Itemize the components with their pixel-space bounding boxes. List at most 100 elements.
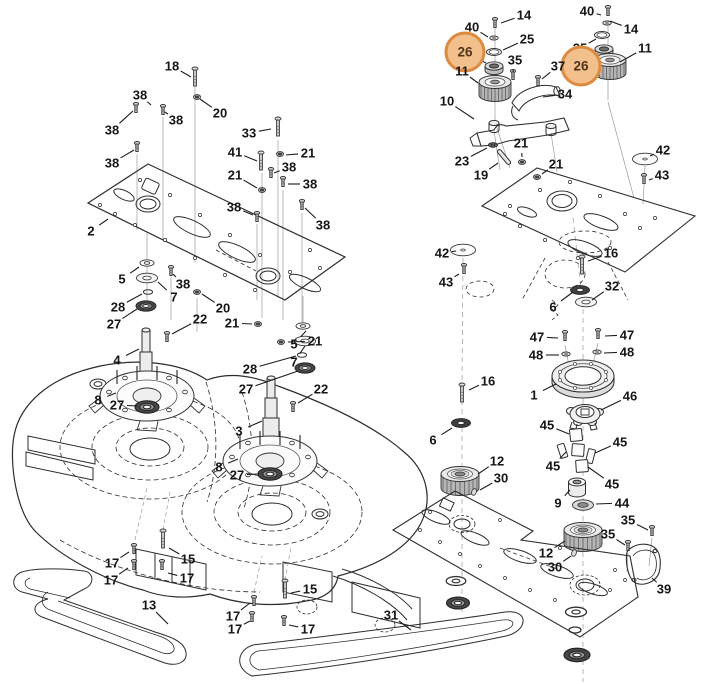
- part-13-belt: [13, 568, 187, 665]
- part-label: 11: [455, 63, 469, 79]
- part-label: 30: [493, 470, 509, 486]
- leader-line: [648, 178, 653, 181]
- part-label: 6: [429, 432, 437, 448]
- spindle-assemblies: [88, 259, 329, 497]
- part-label: 38: [168, 112, 184, 128]
- part-label: 7: [170, 289, 178, 305]
- part-label: 27: [106, 316, 122, 332]
- leader-line: [287, 340, 306, 343]
- leader-line: [243, 179, 258, 189]
- part-label: 12: [489, 453, 505, 469]
- leader-line: [125, 348, 140, 357]
- leader-line: [616, 538, 626, 546]
- leader-line: [167, 572, 178, 576]
- part-label: 17: [227, 621, 243, 637]
- part-9-spacer: [568, 477, 586, 498]
- part-label: 32: [604, 278, 620, 294]
- leader-line: [180, 70, 192, 78]
- part-label-highlighted[interactable]: 26: [573, 58, 589, 74]
- part-label: 31: [383, 607, 399, 623]
- leader-line: [243, 210, 254, 216]
- part-label-highlighted[interactable]: 26: [457, 44, 473, 60]
- leader-line: [258, 128, 272, 132]
- highlight-circle[interactable]: [560, 45, 602, 87]
- leader-line: [469, 76, 479, 84]
- part-label: 5: [290, 336, 298, 352]
- part-label: 38: [315, 217, 331, 233]
- leader-line: [201, 293, 215, 303]
- leader-line: [157, 281, 168, 291]
- part-label: 22: [192, 311, 208, 327]
- leader-line: [164, 111, 169, 115]
- part-label: 27: [109, 397, 125, 413]
- part-label: 34: [557, 86, 573, 102]
- leader-line: [587, 255, 602, 262]
- part-label: 21: [227, 167, 243, 183]
- part-label: 15: [180, 551, 196, 567]
- leader-line: [98, 218, 109, 226]
- leader-line: [556, 428, 570, 435]
- leader-line: [288, 624, 299, 628]
- leader-line: [122, 308, 138, 319]
- leader-line: [588, 38, 597, 44]
- part-label: 16: [480, 373, 496, 389]
- leader-line: [241, 322, 253, 325]
- leader-line: [171, 323, 192, 335]
- part-label: 20: [215, 300, 231, 316]
- part-label: 22: [313, 381, 329, 397]
- leader-line: [600, 399, 622, 411]
- leader-line: [454, 273, 460, 278]
- part-label: 48: [619, 344, 635, 360]
- leader-line: [228, 458, 239, 464]
- leader-line: [290, 590, 301, 594]
- leader-line: [246, 473, 260, 476]
- part-label: 48: [528, 347, 544, 363]
- leader-line: [564, 489, 571, 497]
- part-label: 21: [513, 135, 529, 151]
- bottom-plate: [391, 490, 639, 663]
- part-label: 17: [179, 570, 195, 586]
- part-label: 5: [118, 271, 126, 287]
- right-middle-plate: [450, 152, 697, 321]
- part-label: 4: [113, 352, 121, 368]
- part-label: 7: [290, 354, 298, 370]
- part-39-guard: [625, 543, 661, 585]
- highlight-circle[interactable]: [444, 31, 486, 73]
- part-label: 40: [464, 19, 480, 35]
- part-label: 2: [87, 223, 95, 239]
- part-label: 28: [110, 299, 126, 315]
- part-label: 35: [600, 526, 616, 542]
- leader-line: [147, 101, 152, 106]
- leader-line: [455, 106, 475, 120]
- part-label: 42: [655, 142, 671, 158]
- part-label: 12: [538, 545, 554, 561]
- part-label: 38: [104, 122, 120, 138]
- leader-line: [542, 94, 556, 98]
- leader-line: [502, 42, 519, 51]
- leader-line: [168, 547, 180, 555]
- leader-line: [541, 71, 551, 80]
- leader-line: [120, 149, 135, 159]
- leader-line: [594, 445, 612, 454]
- part-label: 44: [614, 495, 630, 511]
- leader-line: [554, 540, 566, 549]
- leader-line: [587, 466, 605, 479]
- part-label: 47: [529, 329, 545, 345]
- leader-line: [118, 567, 129, 575]
- part-label: 27: [238, 381, 254, 397]
- part-label: 6: [549, 299, 557, 315]
- leader-line: [451, 250, 457, 253]
- part-label: 45: [539, 417, 555, 433]
- leader-line: [172, 273, 177, 278]
- leader-line: [480, 31, 489, 38]
- part-label: 35: [620, 512, 636, 528]
- part-label: 16: [603, 245, 619, 261]
- leader-line: [470, 147, 488, 157]
- part-label: 17: [225, 608, 241, 624]
- part-label: 47: [619, 327, 635, 343]
- leader-line: [559, 451, 567, 460]
- leader-line: [129, 266, 140, 274]
- part-label: 38: [104, 155, 120, 171]
